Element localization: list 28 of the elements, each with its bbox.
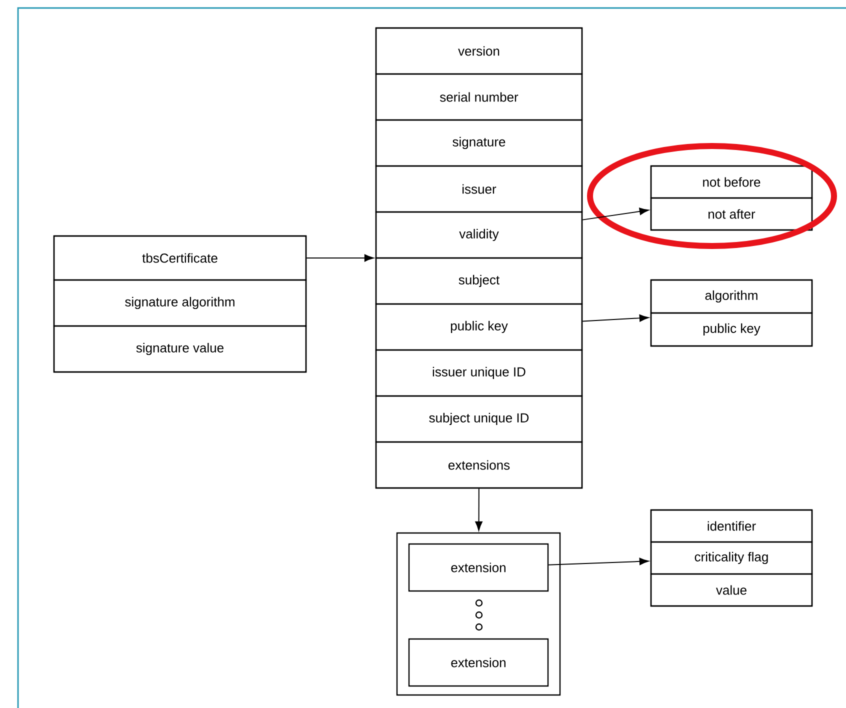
arrow xyxy=(548,558,649,566)
arrow xyxy=(582,208,649,220)
field-cell: issuer xyxy=(375,165,583,213)
field-cell: subject unique ID xyxy=(375,395,583,443)
field-cell: extension xyxy=(408,638,549,687)
field-cell: not after xyxy=(650,197,813,231)
field-cell: criticality flag xyxy=(650,541,813,575)
field-cell: serial number xyxy=(375,73,583,121)
field-cell: value xyxy=(650,573,813,607)
field-cell: signature xyxy=(375,119,583,167)
field-cell: signature algorithm xyxy=(53,279,307,327)
field-cell: version xyxy=(375,27,583,75)
field-cell: signature value xyxy=(53,325,307,373)
arrow xyxy=(306,254,374,262)
extension-list-box xyxy=(396,532,561,696)
field-cell: validity xyxy=(375,211,583,259)
arrow xyxy=(582,314,649,322)
field-cell: tbsCertificate xyxy=(53,235,307,281)
field-cell: issuer unique ID xyxy=(375,349,583,397)
field-cell: public key xyxy=(650,312,813,347)
field-cell: algorithm xyxy=(650,279,813,314)
field-cell: subject xyxy=(375,257,583,305)
field-cell: identifier xyxy=(650,509,813,543)
field-cell: extension xyxy=(408,543,549,592)
arrow xyxy=(475,488,482,531)
field-cell: not before xyxy=(650,165,813,199)
field-cell: public key xyxy=(375,303,583,351)
field-cell: extensions xyxy=(375,441,583,489)
